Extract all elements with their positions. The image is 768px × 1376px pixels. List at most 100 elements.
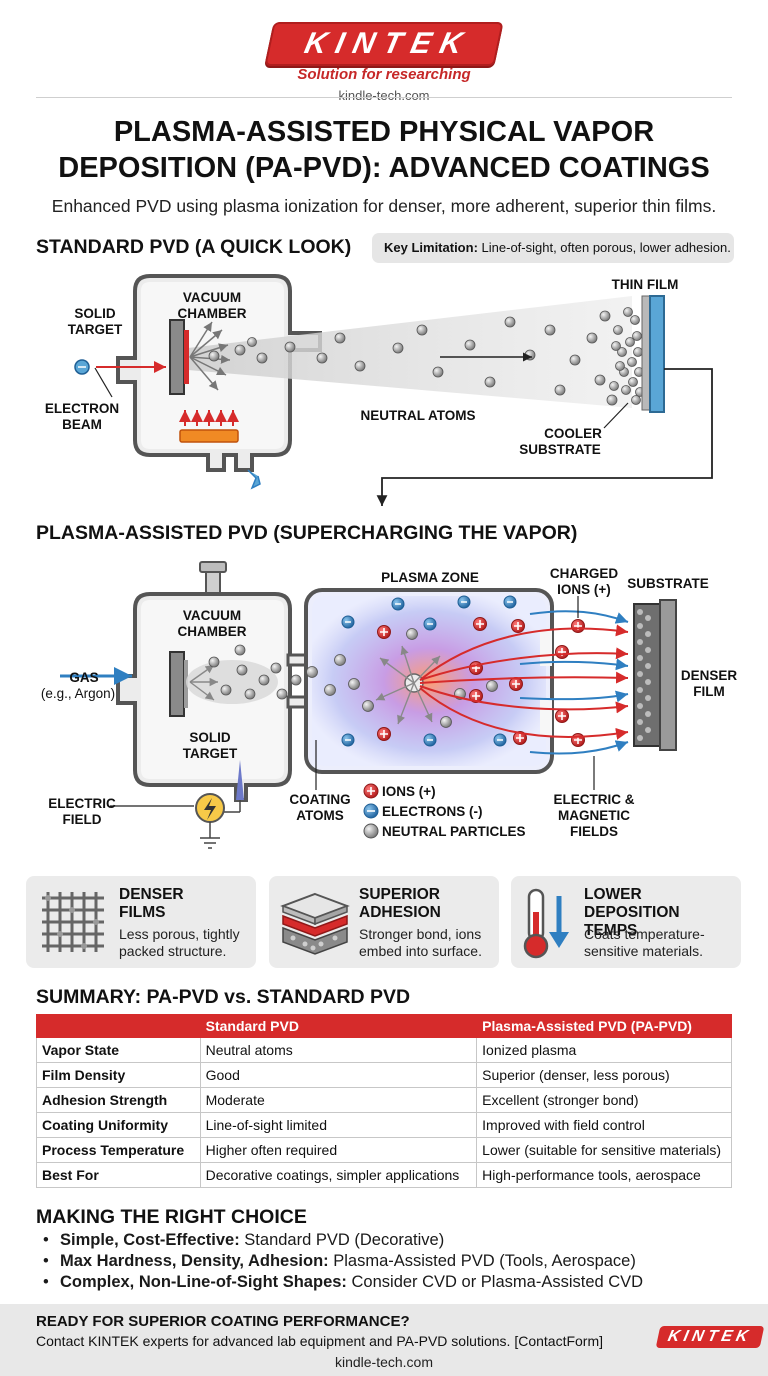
neutral-atoms-label: NEUTRAL ATOMS bbox=[360, 408, 475, 423]
card-title-line-1: LOWER DEPOSITION bbox=[584, 886, 680, 921]
row-label: Adhesion Strength bbox=[36, 1087, 201, 1113]
plasma-cell: Superior (denser, less porous) bbox=[476, 1062, 732, 1088]
card-title-line-2: TEMPS bbox=[584, 922, 638, 939]
header-divider bbox=[36, 97, 732, 98]
fields-label-3: FIELDS bbox=[570, 824, 618, 839]
choice-text: Standard PVD (Decorative) bbox=[239, 1231, 445, 1249]
solid-target-label-2: TARGET bbox=[68, 322, 123, 337]
mesh-icon bbox=[42, 892, 104, 952]
summary-table: Standard PVD Plasma-Assisted PVD (PA-PVD… bbox=[36, 1014, 732, 1188]
vacuum-chamber-label-2: CHAMBER bbox=[178, 624, 247, 639]
choice-list: Simple, Cost-Effective: Standard PVD (De… bbox=[36, 1230, 643, 1293]
row-label: Best For bbox=[36, 1162, 201, 1188]
layers-icon bbox=[280, 892, 350, 955]
brand-logo-text: KINTEK bbox=[264, 22, 504, 66]
footer-text[interactable]: Contact KINTEK experts for advanced lab … bbox=[36, 1333, 604, 1349]
standard-pvd-heading: STANDARD PVD (A QUICK LOOK) bbox=[36, 236, 352, 258]
key-limitation-label: Key Limitation: bbox=[384, 240, 478, 255]
key-limitation-badge: Key Limitation: Line-of-sight, often por… bbox=[372, 233, 734, 263]
list-item: Max Hardness, Density, Adhesion: Plasma-… bbox=[36, 1251, 643, 1272]
solid-target bbox=[169, 651, 185, 717]
cooler-substrate bbox=[649, 295, 665, 413]
fields-label: ELECTRIC & bbox=[554, 792, 635, 807]
vacuum-chamber-label-2: CHAMBER bbox=[178, 306, 247, 321]
coating-atoms-label: COATING bbox=[289, 792, 350, 807]
plasma-cell: Improved with field control bbox=[476, 1112, 732, 1138]
table-header-row: Standard PVD Plasma-Assisted PVD (PA-PVD… bbox=[36, 1014, 732, 1038]
vacuum-chamber-label: VACUUM bbox=[183, 608, 241, 623]
cooler-substrate-label: COOLER bbox=[544, 426, 602, 441]
denser-film-label: DENSER bbox=[681, 668, 738, 683]
page-title: PLASMA-ASSISTED PHYSICAL VAPOR DEPOSITIO… bbox=[0, 114, 768, 186]
row-label: Process Temperature bbox=[36, 1137, 201, 1163]
page-title-line-1: PLASMA-ASSISTED PHYSICAL VAPOR bbox=[113, 116, 655, 148]
plasma-cell: Excellent (stronger bond) bbox=[476, 1087, 732, 1113]
heater-icon bbox=[179, 429, 239, 443]
card-desc-line-1: Stronger bond, ions bbox=[359, 926, 482, 942]
card-desc-line-2: sensitive materials. bbox=[584, 943, 704, 959]
gas-label: GAS bbox=[69, 670, 98, 685]
card-title-line-2: FILMS bbox=[119, 904, 166, 921]
solid-target bbox=[169, 319, 185, 395]
substrate-label: SUBSTRATE bbox=[627, 576, 709, 591]
column-header bbox=[36, 1014, 201, 1038]
footer-heading: READY FOR SUPERIOR COATING PERFORMANCE? bbox=[36, 1313, 410, 1330]
list-item: Simple, Cost-Effective: Standard PVD (De… bbox=[36, 1230, 643, 1251]
brand-logo: KINTEK bbox=[0, 22, 768, 66]
gas-example-label: (e.g., Argon) bbox=[41, 686, 115, 701]
row-label: Film Density bbox=[36, 1062, 201, 1088]
cooler-substrate-label-2: SUBSTRATE bbox=[519, 442, 601, 457]
electron-beam-label: ELECTRON bbox=[45, 401, 119, 416]
choice-bold: Simple, Cost-Effective: bbox=[60, 1231, 240, 1249]
particle-legend bbox=[363, 783, 379, 839]
choice-bold: Complex, Non-Line-of-Sight Shapes: bbox=[60, 1273, 347, 1291]
standard-cell: Good bbox=[199, 1062, 478, 1088]
key-limitation-text: Line-of-sight, often porous, lower adhes… bbox=[481, 240, 731, 255]
plasma-pvd-diagram: VACUUM CHAMBER PLASMA ZONE CHARGED IONS … bbox=[41, 561, 738, 849]
plasma-cell: Ionized plasma bbox=[476, 1037, 732, 1063]
site-url[interactable]: kindle-tech.com bbox=[338, 88, 430, 103]
vacuum-chamber-label: VACUUM bbox=[183, 290, 241, 305]
row-label: Coating Uniformity bbox=[36, 1112, 201, 1138]
footer-logo: KINTEK bbox=[655, 1326, 764, 1348]
legend-neutral: NEUTRAL PARTICLES bbox=[382, 824, 526, 839]
card-desc-line-2: embed into surface. bbox=[359, 943, 482, 959]
denser-film-label-2: FILM bbox=[693, 684, 725, 699]
thermometer-icon bbox=[523, 888, 569, 959]
standard-cell: Neutral atoms bbox=[199, 1037, 478, 1063]
footer-site-url[interactable]: kindle-tech.com bbox=[334, 1354, 434, 1370]
plasma-cell: Lower (suitable for sensitive materials) bbox=[476, 1137, 732, 1163]
column-header: Standard PVD bbox=[199, 1014, 478, 1038]
card-desc-line-1: Less porous, tightly bbox=[119, 926, 240, 942]
substrate bbox=[659, 599, 677, 751]
list-item: Complex, Non-Line-of-Sight Shapes: Consi… bbox=[36, 1272, 643, 1293]
pump-outlet-icon bbox=[247, 469, 261, 490]
card-title-line-1: DENSER bbox=[119, 886, 184, 903]
connector-arrow bbox=[376, 368, 713, 506]
plasma-pvd-heading: PLASMA-ASSISTED PVD (SUPERCHARGING THE V… bbox=[36, 522, 578, 544]
legend-electrons: ELECTRONS (-) bbox=[382, 804, 483, 819]
choice-bold: Max Hardness, Density, Adhesion: bbox=[60, 1252, 329, 1270]
choice-heading: MAKING THE RIGHT CHOICE bbox=[36, 1206, 307, 1228]
charged-ions-label-2: IONS (+) bbox=[557, 582, 611, 597]
electric-field-label-2: FIELD bbox=[63, 812, 102, 827]
thin-film-label: THIN FILM bbox=[612, 277, 679, 292]
summary-heading: SUMMARY: PA-PVD vs. STANDARD PVD bbox=[36, 986, 411, 1008]
choice-text: Plasma-Assisted PVD (Tools, Aerospace) bbox=[328, 1252, 636, 1270]
column-header: Plasma-Assisted PVD (PA-PVD) bbox=[476, 1014, 732, 1038]
standard-pvd-diagram: SOLID TARGET VACUUM CHAMBER ELECTRON BEA… bbox=[45, 274, 713, 506]
row-label: Vapor State bbox=[36, 1037, 201, 1063]
coating-atoms bbox=[208, 628, 498, 728]
coating-atoms-label-2: ATOMS bbox=[296, 808, 344, 823]
footer: READY FOR SUPERIOR COATING PERFORMANCE? … bbox=[0, 1304, 768, 1376]
solid-target-label: SOLID bbox=[74, 306, 116, 321]
standard-cell: Higher often required bbox=[199, 1137, 478, 1163]
solid-target-label: SOLID bbox=[189, 730, 231, 745]
